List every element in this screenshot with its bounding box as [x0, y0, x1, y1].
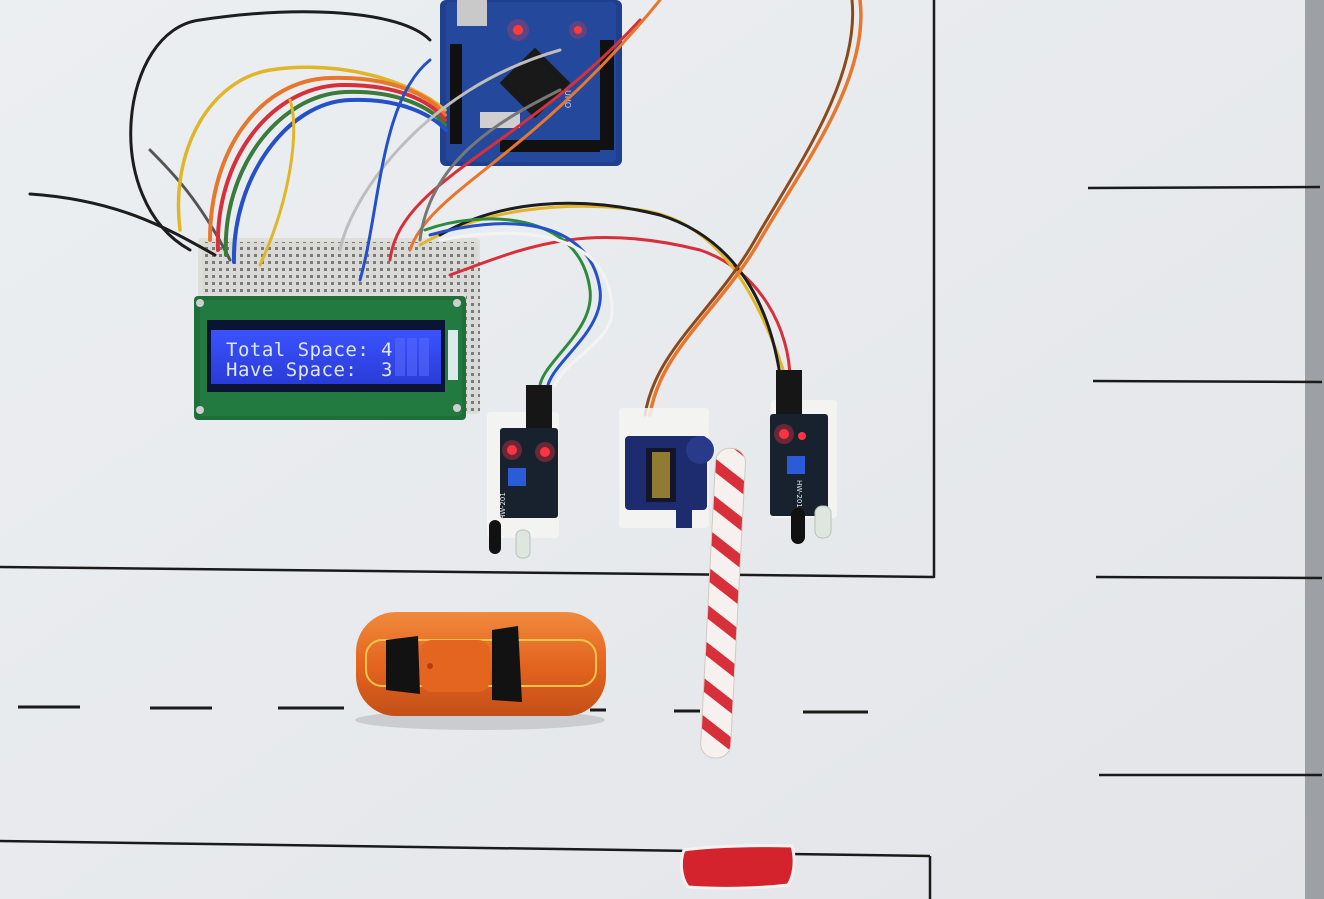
- lane-dashes: [18, 705, 868, 714]
- status-led: [574, 26, 582, 34]
- lot-bottom-line: [0, 565, 935, 579]
- car-rear-window: [386, 636, 420, 694]
- toy-car: [355, 612, 606, 730]
- parking-line-1: [1087, 185, 1321, 190]
- car-windshield: [492, 626, 522, 702]
- power-led: [513, 25, 523, 35]
- left-sensor-model: HW-201: [499, 492, 507, 520]
- speed-bump: [679, 844, 796, 890]
- road-bottom-line: [0, 839, 696, 853]
- lcd-line1-label: Total Space:: [226, 339, 369, 361]
- usb-port: [457, 0, 487, 26]
- road-bottom-line-right: [789, 852, 931, 858]
- servo-motor: [619, 408, 714, 528]
- lcd-line1-value: 4: [381, 339, 393, 361]
- table-edge: [1305, 0, 1324, 899]
- parking-line-3: [1095, 575, 1323, 580]
- arduino-uno-board: UNO: [440, 0, 622, 166]
- lcd-line2-label: Have Space:: [226, 359, 357, 381]
- ir-sensor-left: HW-201: [487, 385, 559, 559]
- lcd-module: Total Space: 4 Have Space: 3: [194, 296, 466, 420]
- sensor-potentiometer: [508, 468, 526, 486]
- jumper-wires: [28, 0, 863, 417]
- ir-sensor-right: HW-201: [770, 370, 837, 544]
- lcd-line2-value: 3: [381, 359, 393, 381]
- barrier-gate-arm: [700, 447, 746, 759]
- parking-line-2: [1092, 379, 1323, 384]
- right-sensor-model: HW-201: [795, 480, 803, 508]
